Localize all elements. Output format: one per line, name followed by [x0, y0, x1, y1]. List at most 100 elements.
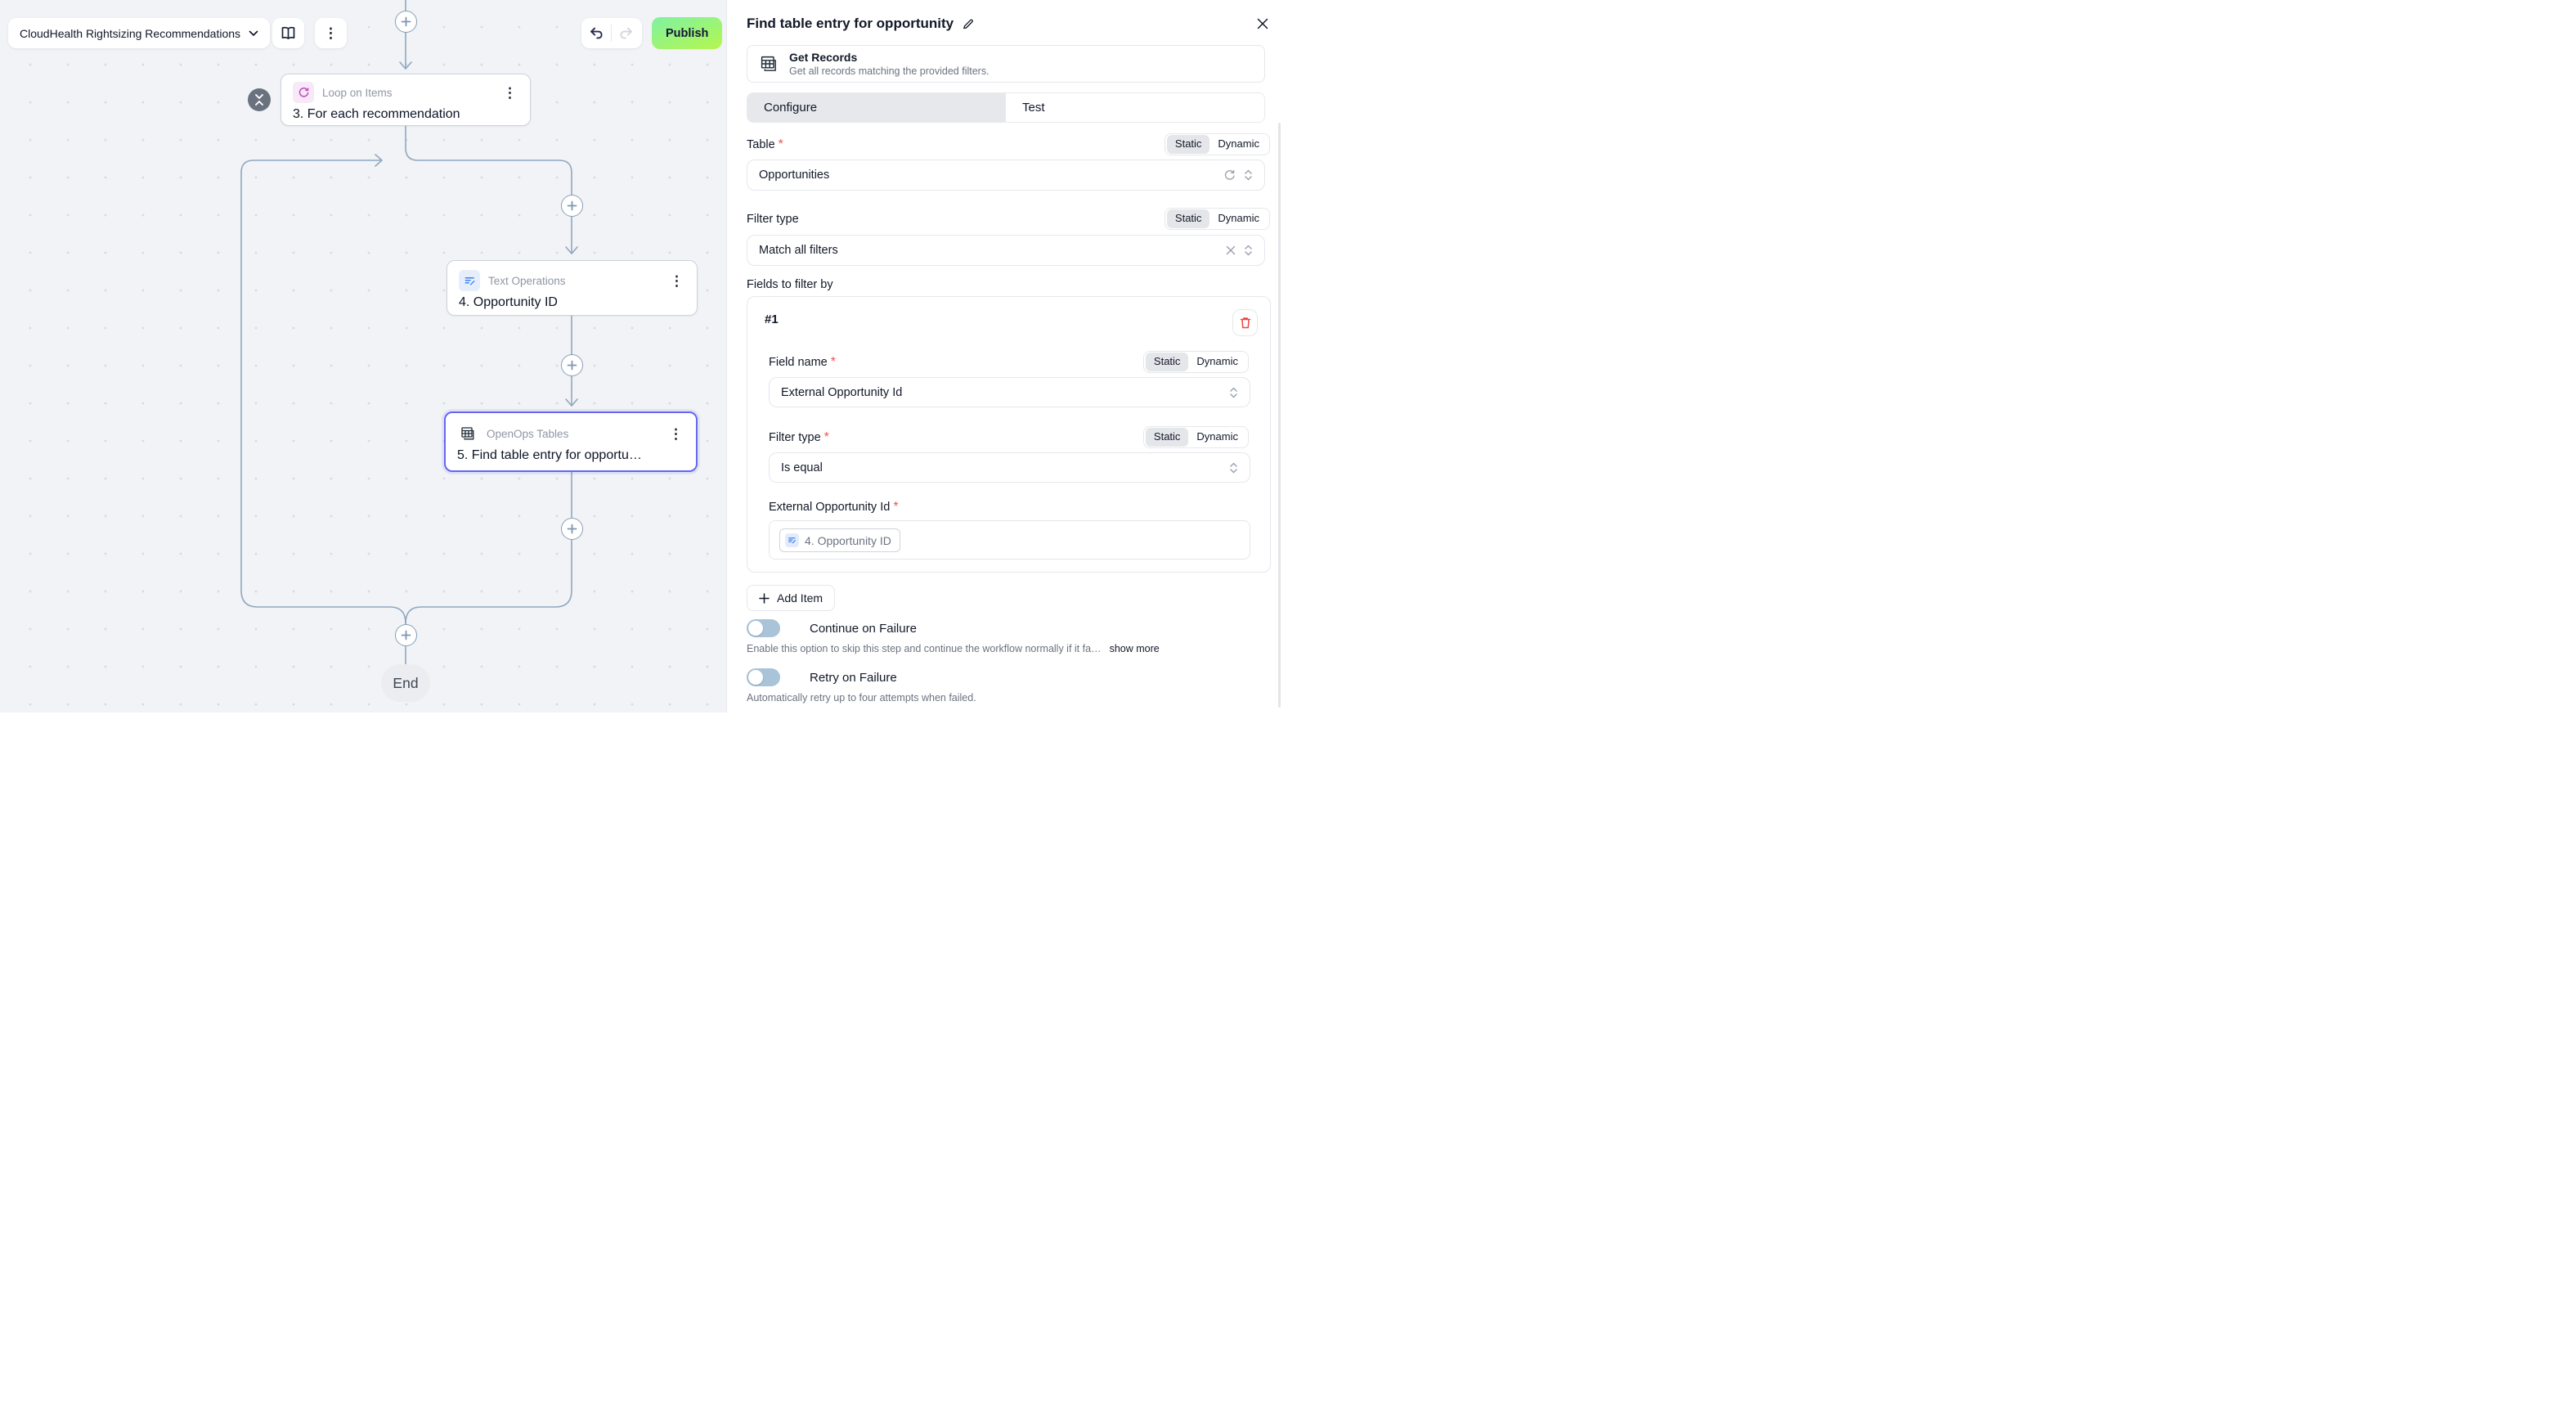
undo-redo-group [581, 18, 642, 48]
show-more-link[interactable]: show more [1109, 643, 1160, 654]
book-icon [281, 26, 295, 39]
tab-test[interactable]: Test [1022, 101, 1045, 115]
node-openops-tables[interactable]: OpenOps Tables ⋮ 5. Find table entry for… [444, 411, 698, 472]
workflow-name-dropdown[interactable]: CloudHealth Rightsizing Recommendations [8, 18, 271, 48]
dynamic-option[interactable]: Dynamic [1218, 212, 1259, 225]
filter-type-select[interactable]: Match all filters [747, 235, 1265, 266]
retry-on-failure-toggle[interactable] [747, 668, 780, 686]
node-title: 3. For each recommendation [293, 107, 460, 121]
add-step-button-top[interactable] [395, 11, 417, 33]
rename-step-button[interactable] [962, 17, 975, 30]
external-opportunity-id-input[interactable]: 4. Opportunity ID [769, 520, 1250, 560]
field-name-select[interactable]: External Opportunity Id [769, 377, 1250, 407]
filter-item-card: #1 Field name * Static Dynamic External … [747, 296, 1271, 573]
end-label: End [393, 674, 419, 691]
fields-to-filter-by-label: Fields to filter by [747, 278, 833, 291]
close-panel-button[interactable] [1255, 16, 1270, 31]
openops-tables-icon [457, 423, 478, 444]
filter-type-static-dynamic-toggle: Static Dynamic [1164, 208, 1270, 230]
toolbar-divider [611, 25, 612, 42]
plus-icon [759, 592, 770, 604]
static-option[interactable]: Static [1166, 209, 1210, 228]
close-icon [1257, 18, 1268, 29]
static-option[interactable]: Static [1145, 428, 1189, 447]
action-description: Get all records matching the provided fi… [789, 65, 990, 77]
plus-icon [401, 630, 411, 641]
text-operations-icon [459, 270, 480, 291]
panel-tabs: Configure Test [747, 92, 1265, 123]
step-settings-panel: Find table entry for opportunity Get Rec… [726, 0, 1288, 712]
delete-filter-item-button[interactable] [1232, 309, 1258, 336]
get-records-icon [761, 56, 776, 71]
required-marker: * [830, 354, 836, 369]
tab-configure[interactable]: Configure [747, 93, 1006, 122]
workflow-editor: CloudHealth Rightsizing Recommendations … [0, 0, 1288, 712]
arrowhead-into-tables-node [565, 398, 578, 407]
field-name-select-value: External Opportunity Id [781, 385, 903, 399]
select-chevrons-icon [1230, 387, 1237, 398]
table-static-dynamic-toggle: Static Dynamic [1164, 133, 1270, 155]
documentation-button[interactable] [272, 18, 304, 48]
publish-button[interactable]: Publish [652, 17, 723, 49]
node-loop-on-items[interactable]: Loop on Items ⋮ 3. For each recommendati… [280, 74, 531, 126]
table-select[interactable]: Opportunities [747, 160, 1265, 191]
pencil-icon [963, 19, 973, 29]
add-step-button-after-text[interactable] [561, 354, 583, 376]
external-opportunity-id-label: External Opportunity Id [769, 501, 891, 514]
add-item-button[interactable]: Add Item [747, 585, 836, 611]
workflow-canvas[interactable]: CloudHealth Rightsizing Recommendations … [0, 0, 726, 712]
filter-type-field-label: Filter type [747, 212, 799, 226]
opportunity-id-token[interactable]: 4. Opportunity ID [779, 528, 900, 552]
retry-on-failure-description: Automatically retry up to four attempts … [747, 692, 976, 704]
node-menu-button[interactable]: ⋮ [503, 84, 517, 101]
action-info-card: Get Records Get all records matching the… [747, 45, 1265, 83]
undo-icon [590, 27, 603, 39]
arrowhead-into-loop-node [399, 61, 412, 70]
plus-icon [401, 16, 411, 27]
static-option[interactable]: Static [1166, 135, 1210, 154]
static-option[interactable]: Static [1145, 353, 1189, 371]
dynamic-option[interactable]: Dynamic [1196, 355, 1238, 368]
redo-button[interactable] [612, 18, 641, 48]
add-step-button-before-end[interactable] [395, 624, 417, 646]
filter-type-select-value: Match all filters [759, 244, 838, 257]
plus-icon [567, 200, 577, 211]
node-menu-button[interactable]: ⋮ [670, 272, 684, 289]
select-chevrons-icon [1245, 169, 1252, 181]
continue-on-failure-description: Enable this option to skip this step and… [747, 643, 1102, 654]
text-operations-icon [785, 533, 799, 547]
add-step-button-after-loop[interactable] [561, 195, 583, 217]
token-label: 4. Opportunity ID [805, 533, 891, 547]
dynamic-option[interactable]: Dynamic [1218, 137, 1259, 151]
clear-icon[interactable] [1226, 245, 1236, 255]
dynamic-option[interactable]: Dynamic [1196, 430, 1238, 443]
required-marker: * [778, 137, 783, 151]
node-title: 5. Find table entry for opportu… [457, 448, 642, 462]
refresh-icon[interactable] [1223, 169, 1236, 182]
edge-tables-to-merge [405, 471, 572, 624]
table-select-value: Opportunities [759, 169, 830, 182]
node-menu-button[interactable]: ⋮ [669, 425, 683, 442]
canvas-menu-button[interactable]: ⋮ [315, 18, 347, 48]
undo-button[interactable] [581, 18, 611, 48]
filter-item-number: #1 [765, 312, 779, 326]
edge-loop-return-top [240, 160, 382, 173]
trash-icon [1240, 317, 1250, 329]
end-marker: End [381, 664, 430, 702]
toggle-knob [748, 670, 763, 685]
arrowhead-loop-return [375, 154, 383, 167]
collapse-loop-button[interactable] [248, 88, 271, 111]
inner-filter-type-select[interactable]: Is equal [769, 452, 1250, 483]
toggle-knob [748, 621, 763, 636]
node-text-operations[interactable]: Text Operations ⋮ 4. Opportunity ID [447, 260, 698, 316]
panel-title: Find table entry for opportunity [747, 16, 954, 31]
arrowhead-into-text-node [565, 246, 578, 254]
edge-loop-return-left [240, 172, 406, 624]
inner-filter-type-label: Filter type [769, 430, 821, 444]
inner-filter-type-select-value: Is equal [781, 461, 823, 474]
select-chevrons-icon [1245, 245, 1252, 256]
add-step-button-after-tables[interactable] [561, 518, 583, 540]
panel-scrollbar[interactable] [1278, 123, 1281, 708]
continue-on-failure-toggle[interactable] [747, 619, 780, 637]
required-marker: * [824, 429, 829, 444]
